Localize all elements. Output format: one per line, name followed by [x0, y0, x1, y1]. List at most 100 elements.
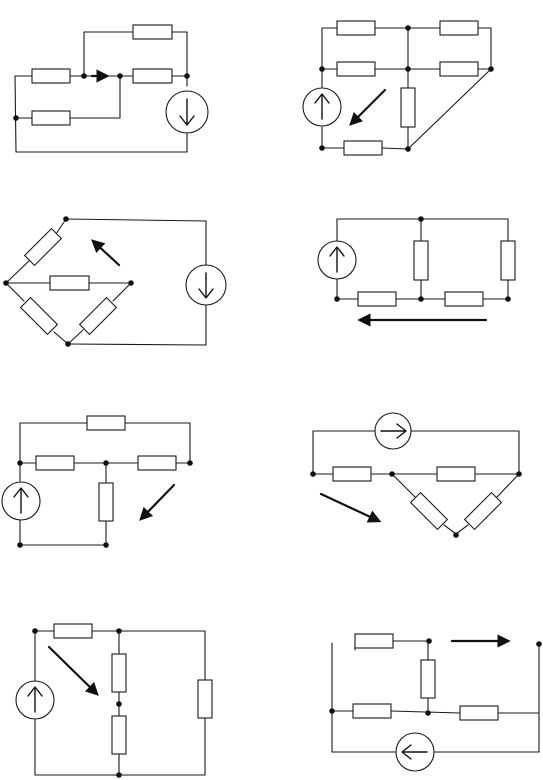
node [187, 460, 193, 466]
circuit-4 [317, 216, 516, 327]
resistor [35, 455, 75, 471]
resistor [132, 68, 173, 84]
node [81, 73, 87, 79]
resistor [352, 703, 392, 719]
node [405, 66, 411, 72]
wire [65, 218, 207, 222]
node [505, 296, 511, 302]
source-arrowhead [314, 93, 330, 104]
resistor [86, 415, 126, 431]
node [65, 341, 71, 347]
wire [496, 473, 520, 498]
node [334, 296, 340, 302]
node [319, 66, 325, 72]
node [63, 216, 69, 222]
resistor [78, 296, 118, 336]
node [13, 115, 19, 121]
wire [407, 68, 492, 150]
resistor [23, 227, 63, 267]
resistor [197, 679, 213, 719]
resistor [354, 633, 394, 649]
wire [381, 147, 409, 150]
wire [69, 75, 121, 119]
resistor [31, 68, 71, 84]
node [128, 280, 134, 286]
node [116, 628, 122, 634]
node [426, 638, 432, 644]
resistor [439, 20, 479, 36]
circuit-3 [3, 216, 227, 347]
resistor [336, 20, 376, 36]
wire [5, 282, 25, 302]
source-arrowhead [396, 423, 407, 439]
resistor [413, 240, 429, 281]
direction-arrow [319, 492, 382, 523]
source-arrowhead [198, 288, 214, 299]
node [516, 471, 522, 477]
resistor [400, 87, 416, 128]
wire [55, 218, 67, 235]
resistor [132, 24, 173, 40]
resistor [420, 659, 436, 699]
wire [5, 259, 31, 284]
resistor [49, 275, 90, 291]
node [17, 460, 23, 466]
node [310, 471, 316, 477]
resistor [31, 110, 71, 126]
wire [455, 524, 469, 535]
resistor [436, 466, 476, 482]
direction-arrow [139, 483, 176, 521]
node [418, 296, 424, 302]
resistor [439, 61, 479, 77]
node [536, 641, 542, 647]
node [103, 460, 109, 466]
direction-arrow [91, 239, 121, 267]
resistor [111, 715, 127, 755]
node [488, 66, 494, 72]
circuit-8 [329, 633, 542, 772]
node [453, 532, 459, 538]
node [418, 216, 424, 222]
source-arrowhead [179, 115, 195, 126]
resistor [409, 491, 449, 531]
node [116, 701, 122, 707]
resistor [500, 240, 516, 281]
node [329, 708, 335, 714]
direction-arrow [47, 645, 99, 696]
node [425, 710, 431, 716]
node [184, 73, 190, 79]
node [319, 145, 325, 151]
circuit-1 [13, 24, 209, 153]
node [3, 280, 9, 286]
circuit-7 [15, 623, 213, 778]
resistor [463, 491, 503, 531]
wire [53, 331, 69, 345]
source-arrowhead [329, 246, 345, 257]
node [405, 146, 411, 152]
circuit-5 [1, 415, 193, 548]
resistor [459, 705, 499, 721]
resistor [332, 466, 372, 482]
circuit-2 [302, 20, 494, 156]
node [405, 25, 411, 31]
resistor [53, 623, 93, 639]
resistor [444, 291, 484, 307]
wire [67, 343, 207, 346]
direction-arrow [349, 88, 387, 126]
wire [14, 75, 188, 153]
resistor [98, 482, 114, 522]
node [32, 628, 38, 634]
source-arrowhead [13, 487, 29, 498]
resistor [336, 61, 376, 77]
wire [67, 329, 84, 345]
wire [443, 524, 457, 535]
wire [83, 31, 134, 77]
resistor [343, 140, 383, 156]
resistor [357, 291, 397, 307]
source-arrowhead [27, 686, 43, 697]
resistor [111, 653, 127, 693]
wire [391, 473, 416, 498]
circuit-6 [310, 412, 522, 538]
